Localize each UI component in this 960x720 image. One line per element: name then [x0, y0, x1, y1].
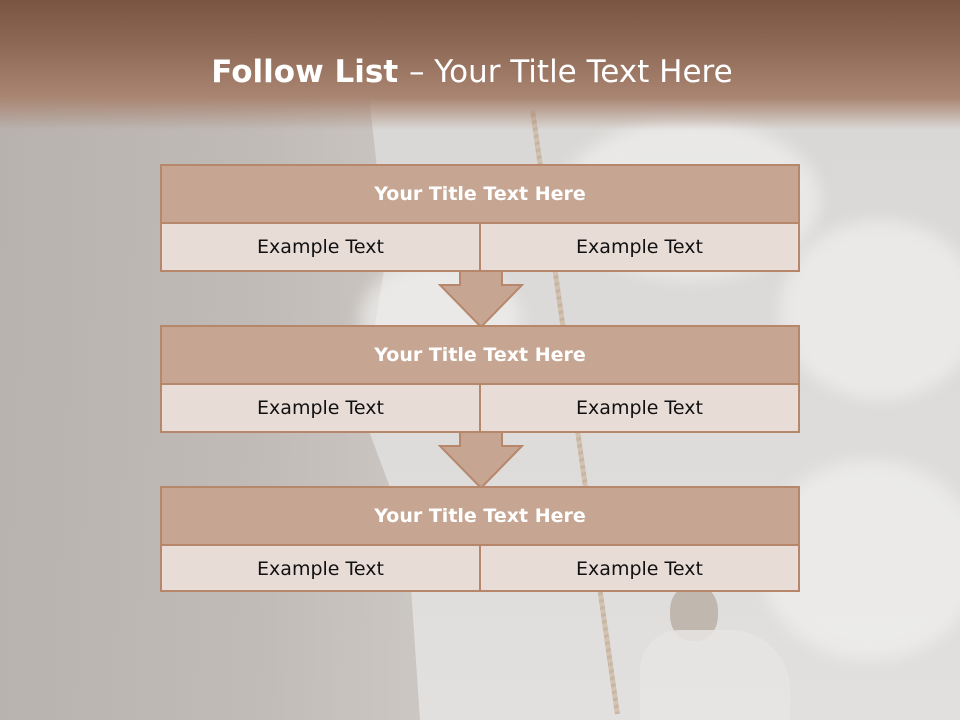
title-bar [0, 0, 960, 130]
block-row: Example Text Example Text [162, 224, 798, 270]
block-title: Your Title Text Here [162, 488, 798, 546]
slide-title-rest: – Your Title Text Here [408, 54, 733, 90]
slide-title: Follow List – Your Title Text Here [0, 54, 944, 90]
block-title: Your Title Text Here [162, 327, 798, 385]
down-arrow-icon [438, 432, 524, 490]
block-cell-left: Example Text [257, 558, 384, 580]
block-title: Your Title Text Here [162, 166, 798, 224]
block-cell-left: Example Text [257, 397, 384, 419]
climber-torso [640, 630, 790, 720]
list-block: Your Title Text Here Example Text Exampl… [160, 164, 800, 272]
block-row: Example Text Example Text [162, 546, 798, 592]
block-cell-right: Example Text [479, 224, 798, 270]
block-cell-left: Example Text [257, 236, 384, 258]
list-block: Your Title Text Here Example Text Exampl… [160, 486, 800, 592]
cloud [780, 220, 960, 400]
block-cell-right: Example Text [479, 385, 798, 431]
block-row: Example Text Example Text [162, 385, 798, 431]
slide-title-bold: Follow List [211, 54, 409, 90]
list-block: Your Title Text Here Example Text Exampl… [160, 325, 800, 433]
down-arrow-icon [438, 271, 524, 329]
climber-photo [620, 585, 800, 720]
block-cell-right: Example Text [479, 546, 798, 592]
